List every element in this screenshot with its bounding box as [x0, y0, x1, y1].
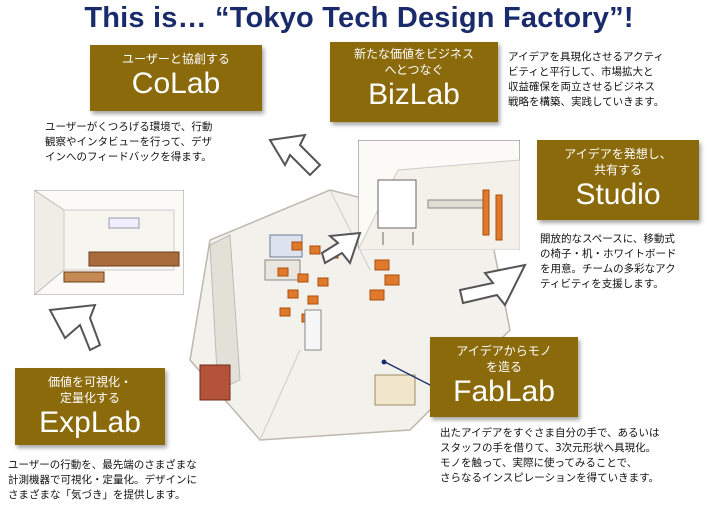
colab-name: CoLab [131, 67, 221, 100]
colab-description: ユーザーがくつろげる環境で、行動 観察やインタビューを行って、デザ インへのフィ… [45, 121, 213, 163]
colab-label: ユーザーと協創する CoLab [90, 45, 262, 111]
studio-subtitle: アイデアを発想し、 共有する [564, 147, 672, 177]
colab-room-sketch [34, 190, 184, 295]
bizlab-name: BizLab [368, 78, 460, 111]
page-title: This is… “Tokyo Tech Design Factory”! [84, 2, 634, 34]
bizlab-label: 新たな価値をビジネス へとつなぐ BizLab [330, 42, 498, 122]
studio-description: 開放的なスペースに、移動式 の椅子・机・ホワイトボード を用意。チームの多彩なア… [540, 233, 677, 290]
arrow-icon [320, 231, 362, 266]
studio-name: Studio [575, 178, 661, 211]
fablab-label: アイデアからモノ を造る FabLab [430, 337, 578, 417]
explab-label: 価値を可視化・ 定量化する ExpLab [15, 368, 165, 445]
explab-description: ユーザーの行動を、最先端のさまざまな 計測機器で可視化・定量化。デザインに さま… [8, 459, 197, 501]
explab-name: ExpLab [39, 406, 141, 439]
fablab-subtitle: アイデアからモノ を造る [456, 344, 552, 374]
fablab-name: FabLab [453, 375, 555, 408]
bizlab-description: アイデアを具現化させるアクティ ビティと平行して、市場拡大と 収益確保を両立させ… [508, 51, 665, 108]
explab-subtitle: 価値を可視化・ 定量化する [47, 375, 132, 405]
arrow-icon [48, 303, 102, 352]
studio-label: アイデアを発想し、 共有する Studio [537, 140, 699, 220]
bizlab-room-sketch [358, 140, 520, 250]
arrow-icon [458, 263, 527, 307]
fablab-description: 出たアイデアをすぐさま自分の手で、あるいは スタッフの手を借りて、3次元形状へ具… [440, 427, 660, 484]
bizlab-subtitle: 新たな価値をビジネス へとつなぐ [353, 47, 474, 77]
colab-subtitle: ユーザーと協創する [122, 52, 230, 66]
arrow-icon [268, 133, 322, 177]
